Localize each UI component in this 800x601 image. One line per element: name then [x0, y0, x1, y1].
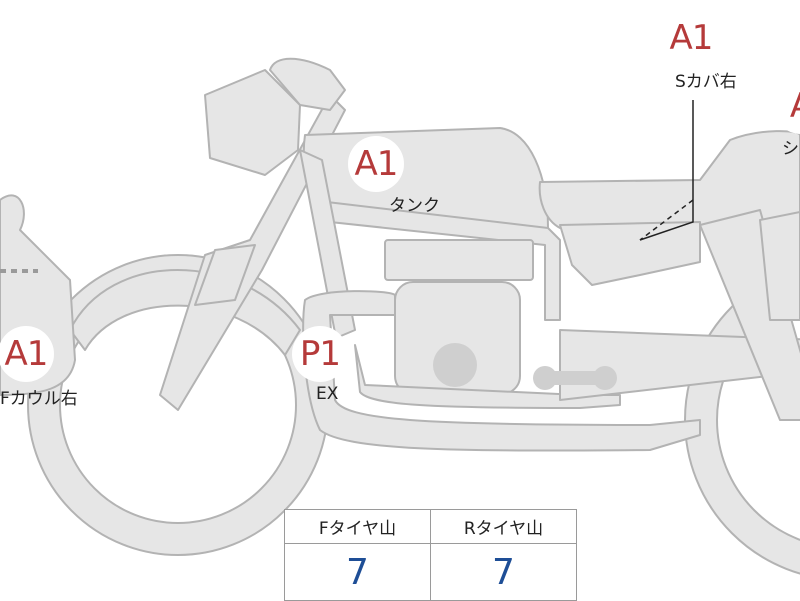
- exhaust-pipe: [302, 290, 701, 452]
- tire-table-header-row: Fタイヤ山 Rタイヤ山: [284, 509, 577, 544]
- tank-grade-badge: A1: [348, 136, 404, 192]
- front-tire-value: 7: [284, 543, 431, 601]
- exhaust-grade-badge: P1: [292, 326, 348, 382]
- tank-label: タンク: [389, 196, 440, 216]
- side-cover: [559, 221, 701, 286]
- footpeg: [533, 366, 617, 390]
- side-cover-leader-line: [639, 100, 694, 241]
- exhaust-label: EX: [316, 384, 339, 404]
- tire-tread-table: Fタイヤ山 Rタイヤ山 7 7: [284, 509, 577, 601]
- front-tire-header: Fタイヤ山: [284, 509, 431, 544]
- side-cover-right-grade-badge: A1: [663, 10, 719, 66]
- rear-tire-header: Rタイヤ山: [430, 509, 577, 544]
- seat: [538, 130, 800, 229]
- rear-tire-value: 7: [430, 543, 577, 601]
- tire-table-value-row: 7 7: [284, 543, 577, 601]
- front-cowl-right-label: Fカウル右: [0, 389, 78, 409]
- front-cowl-right-grade-badge: A1: [0, 326, 54, 382]
- headlight: [204, 69, 301, 176]
- seat-label: シ: [782, 139, 799, 159]
- side-cover-right-label: Sカバ右: [675, 72, 737, 92]
- engine: [384, 239, 534, 395]
